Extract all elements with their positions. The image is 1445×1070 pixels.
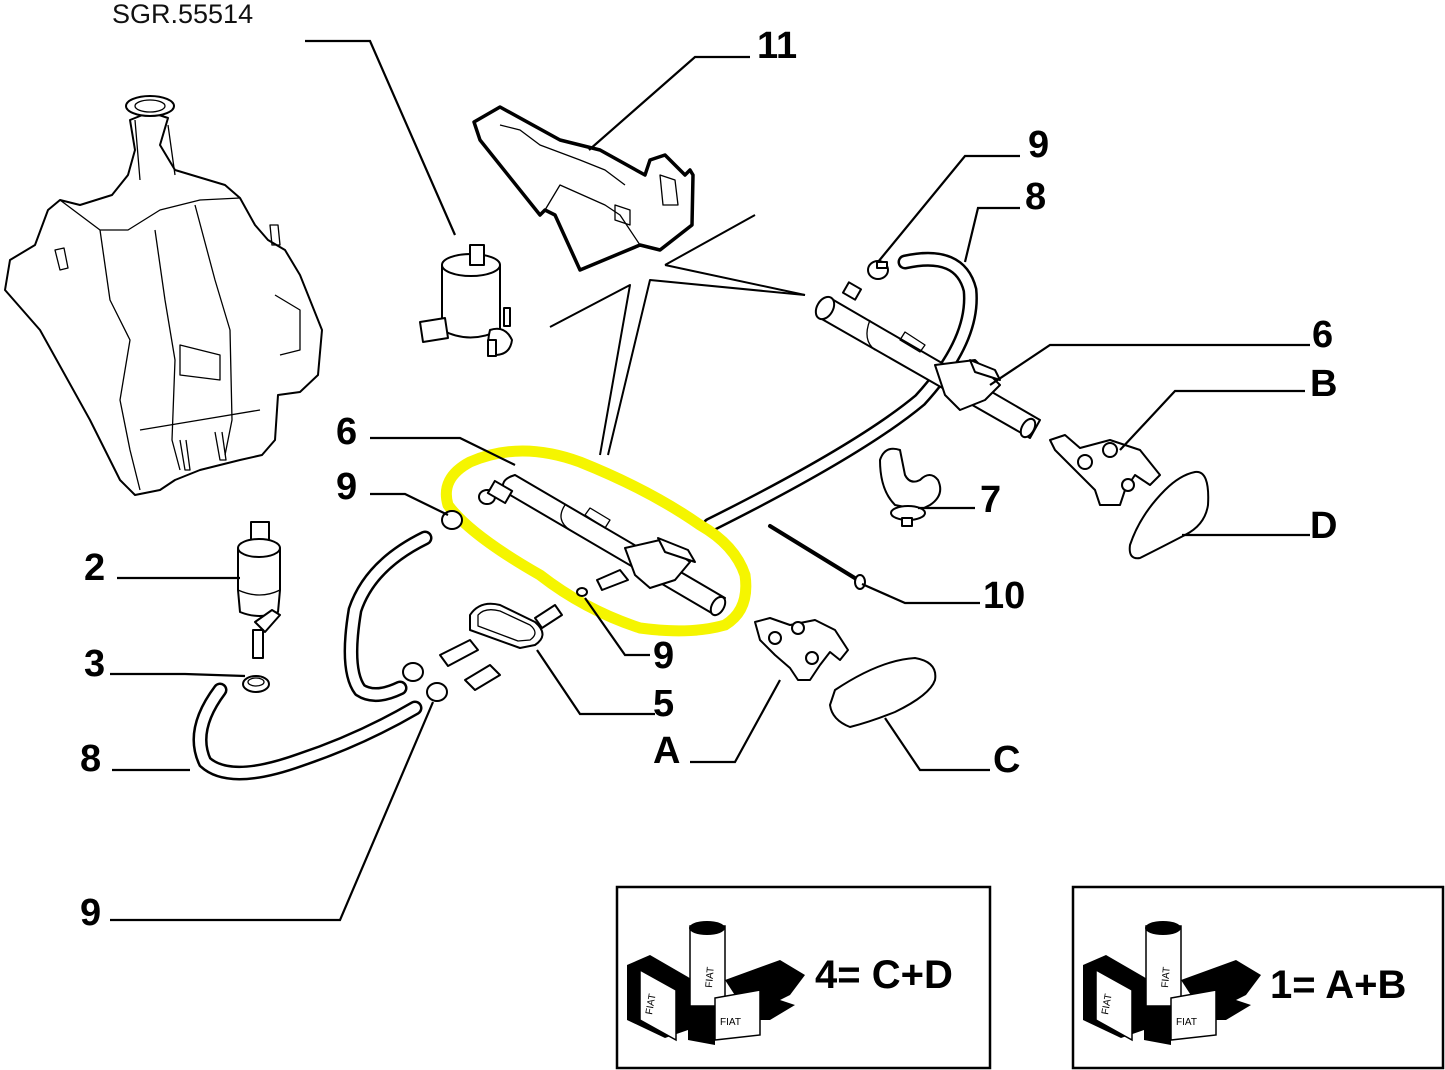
fiat-logo-left: FIAT (644, 993, 658, 1016)
kit-label-ab: 1= A+B (1270, 963, 1406, 1007)
callout-5: 5 (653, 683, 674, 725)
callout-B: B (1310, 363, 1337, 405)
callout-2: 2 (84, 547, 105, 589)
fiat-parts-icon: FIAT FIAT FIAT (1083, 921, 1261, 1045)
washer-nozzle-B[interactable] (1049, 434, 1161, 506)
nozzle-cover-C[interactable] (829, 657, 937, 728)
leader-10 (861, 582, 980, 605)
callout-3: 3 (84, 643, 105, 685)
leader-5 (536, 649, 655, 716)
leader-11 (588, 55, 750, 151)
leader-pump-upper (305, 39, 457, 236)
leader-9a (877, 154, 1020, 263)
leader-9b (370, 492, 449, 516)
kit-box-ab: FIAT FIAT FIAT 1= A+B (1071, 885, 1445, 1070)
callout-9c: 9 (653, 635, 674, 677)
cable-tie-part-10[interactable] (768, 524, 866, 590)
leader-6a (989, 343, 1310, 386)
leader-A (690, 679, 781, 764)
leader-B (1119, 389, 1305, 451)
leader-8a (963, 206, 1020, 263)
washer-pump-upper[interactable] (419, 244, 513, 357)
washer-cylinder-right-part-6[interactable] (812, 281, 1041, 439)
callout-6a: 6 (1312, 314, 1333, 356)
callout-8b: 8 (80, 738, 101, 780)
washer-cylinder-left-part-6[interactable] (478, 474, 728, 618)
kit-label-cd: 4= C+D (815, 953, 953, 997)
callout-D: D (1310, 505, 1337, 547)
kit-box-cd: FIAT FIAT FIAT 4= C+D (615, 885, 992, 1070)
symmetry-indicator (549, 214, 806, 456)
leader-6b (370, 436, 516, 466)
leader-C (884, 717, 990, 772)
bracket-part-11[interactable] (472, 105, 695, 272)
callout-8a: 8 (1025, 176, 1046, 218)
hose-clamp-center[interactable] (576, 587, 588, 597)
leader-3 (110, 672, 246, 678)
callout-A: A (653, 730, 680, 772)
fiat-logo-center: FIAT (1160, 966, 1173, 988)
diagram-code: SGR.55514 (112, 0, 253, 29)
washer-pump-part-2[interactable] (237, 521, 281, 659)
callout-9d: 9 (80, 892, 101, 934)
fiat-logo-center: FIAT (704, 966, 717, 988)
fiat-logo-left: FIAT (1100, 993, 1114, 1016)
hose-center-part-8[interactable] (343, 530, 433, 702)
washer-nozzle-A[interactable] (754, 617, 849, 681)
callout-10: 10 (983, 575, 1025, 617)
highlight-ring (440, 445, 752, 637)
hose-junction-part-5[interactable] (439, 602, 563, 691)
fiat-logo-right: FIAT (720, 1017, 741, 1028)
leader-9c (584, 597, 650, 657)
callout-7: 7 (980, 479, 1001, 521)
hose-clamp-right-top[interactable] (867, 260, 889, 280)
hose-clamp-lower-1[interactable] (402, 662, 424, 682)
fiat-logo-right: FIAT (1176, 1017, 1197, 1028)
callout-C: C (993, 739, 1020, 781)
pump-grommet-part-3[interactable] (242, 675, 270, 693)
hose-left-part-8[interactable] (192, 682, 423, 781)
leader-9d (110, 701, 435, 922)
washer-reservoir[interactable] (4, 95, 323, 496)
callout-9a: 9 (1028, 124, 1049, 166)
hose-clamp-lower-2[interactable] (426, 682, 448, 702)
callout-9b: 9 (336, 466, 357, 508)
callout-6b: 6 (336, 411, 357, 453)
callout-11: 11 (757, 25, 797, 67)
fiat-parts-icon: FIAT FIAT FIAT (627, 921, 805, 1045)
hose-clip-part-7[interactable] (879, 447, 942, 527)
nozzle-cover-D[interactable] (1128, 470, 1210, 560)
